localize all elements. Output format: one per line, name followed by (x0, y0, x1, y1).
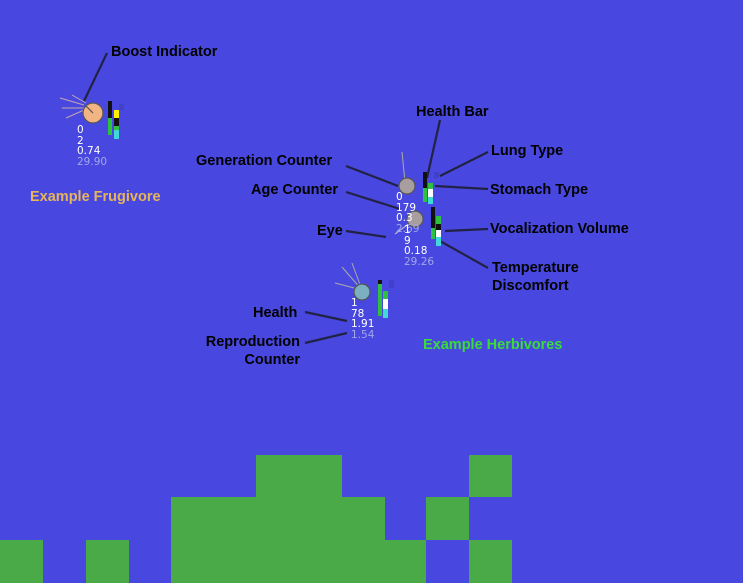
label-vocalization-volume: Vocalization Volume (490, 220, 629, 238)
antenna-icon (402, 152, 405, 182)
generation-value: 0 (396, 192, 419, 203)
terrain-land (0, 455, 512, 583)
status-bars (423, 172, 439, 204)
label-age-counter: Age Counter (251, 181, 338, 199)
generation-value: 0 (77, 125, 107, 136)
generation-value: 1 (404, 225, 434, 236)
generation-value: 1 (351, 298, 374, 309)
label-temperature-discomfort: Temperature Discomfort (492, 259, 579, 295)
label-boost-indicator: Boost Indicator (111, 43, 217, 61)
boost-indicator-icon (60, 95, 86, 118)
label-lung-type: Lung Type (491, 142, 563, 160)
reproduction-value: 29.90 (77, 157, 107, 168)
status-bars (378, 280, 394, 318)
label-health: Health (253, 304, 297, 322)
label-health-bar: Health Bar (416, 103, 489, 121)
label-reproduction-counter: Reproduction Counter (196, 333, 300, 369)
health-value: 0.74 (77, 146, 107, 157)
health-value: 1.91 (351, 319, 374, 330)
example-herbivores-label: Example Herbivores (423, 337, 562, 353)
label-eye: Eye (317, 222, 343, 240)
status-bars (108, 101, 124, 139)
health-value: 0.18 (404, 246, 434, 257)
reproduction-value: 1.54 (351, 330, 374, 341)
health-value: 0.3 (396, 213, 419, 224)
label-stomach-type: Stomach Type (490, 181, 588, 199)
example-frugivore-label: Example Frugivore (30, 189, 161, 205)
reproduction-value: 29.26 (404, 257, 434, 268)
label-generation-counter: Generation Counter (196, 152, 332, 170)
